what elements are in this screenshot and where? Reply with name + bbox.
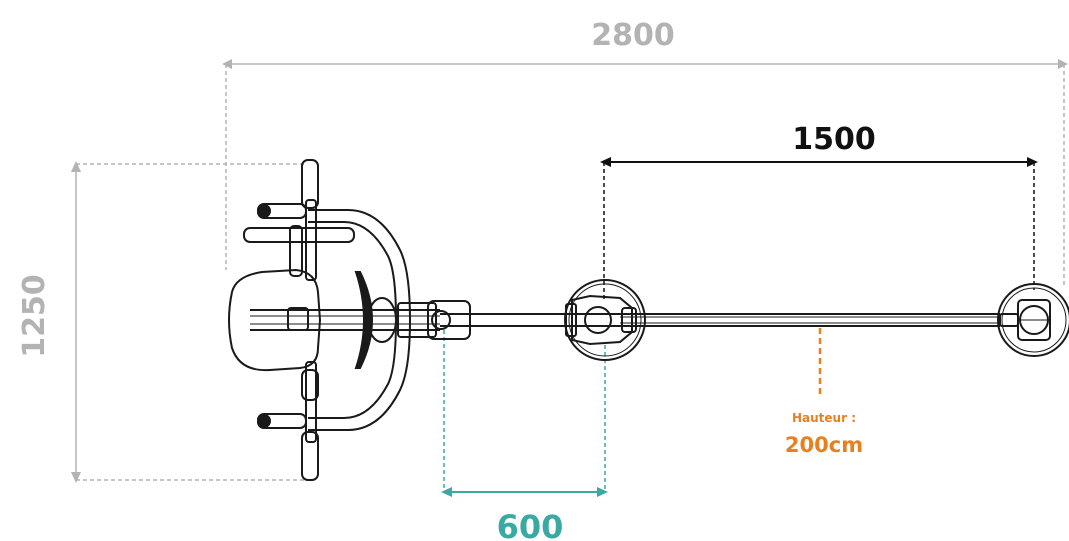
arrow-head-left [222, 59, 232, 69]
equipment-drawing [228, 159, 1069, 481]
seat-pad [228, 268, 322, 372]
middle-post [564, 279, 646, 361]
arrow-head-right [597, 487, 608, 497]
main-beam [440, 313, 1000, 327]
arrow-head-right [1058, 59, 1068, 69]
dimension-seat-offset: 600 [441, 330, 608, 541]
seat-connector-bar [250, 309, 440, 331]
overall-width-label: 1250 [17, 274, 52, 358]
height-note: Hauteur : 200cm [785, 328, 863, 457]
arrow-head-bottom [71, 472, 81, 483]
coupling-block [397, 300, 471, 340]
foot-lever [352, 271, 398, 369]
seat-offset-label: 600 [497, 508, 564, 541]
arrow-head-right [1027, 157, 1038, 167]
height-note-label: Hauteur : [792, 411, 856, 425]
end-post [997, 283, 1069, 357]
overall-length-label: 2800 [591, 18, 675, 53]
dimension-overall-length: 2800 [222, 18, 1068, 285]
bottom-handles [257, 361, 319, 481]
post-spacing-label: 1500 [792, 122, 876, 157]
arrow-head-left [600, 157, 611, 167]
top-handles [243, 159, 355, 281]
arrow-head-top [71, 161, 81, 172]
dimension-overall-width: 1250 [17, 161, 306, 483]
height-note-value: 200cm [785, 433, 863, 457]
dimension-post-spacing: 1500 [600, 122, 1038, 300]
arrow-head-left [441, 487, 452, 497]
